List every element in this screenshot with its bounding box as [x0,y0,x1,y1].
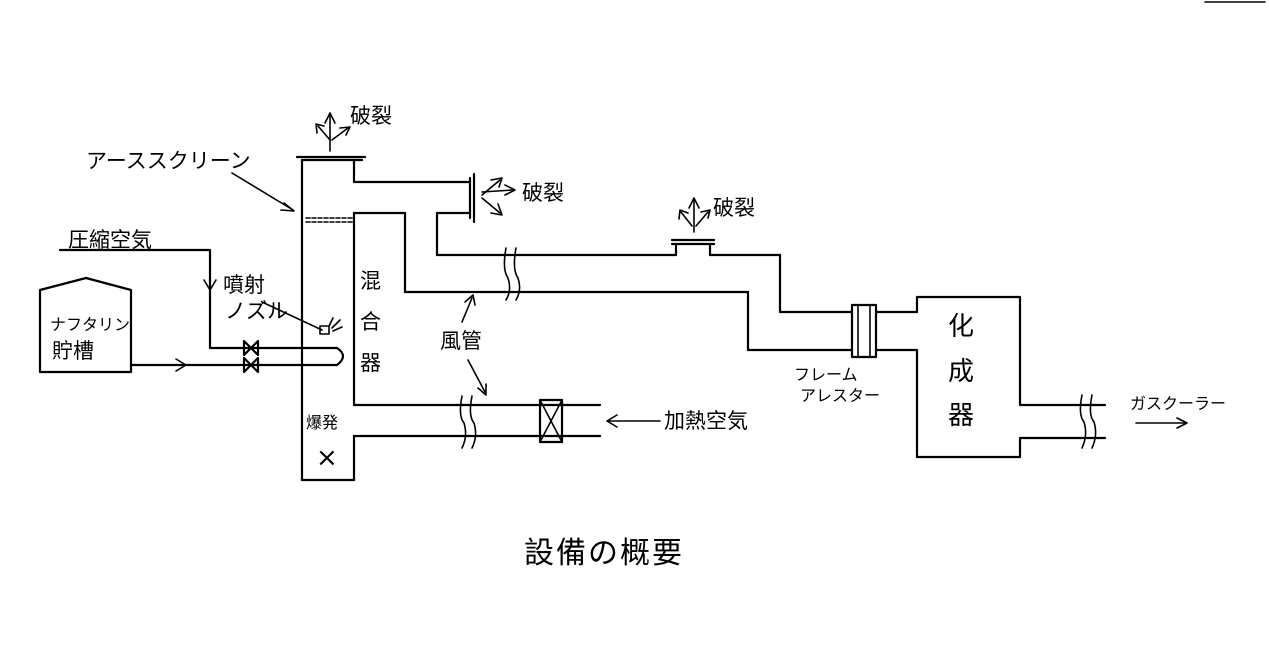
naphthalene-tank-label-line1: ナフタリン [50,315,130,334]
earth-screen-label: アーススクリーン [86,149,251,173]
flame-arrester-label-line2: アレスター [800,386,880,405]
reactor: 化 成 器 [915,295,1092,459]
valve-compressed-air [242,339,260,357]
mixer-label-2: 合 [360,310,381,334]
reactor-label-1: 化 [948,312,974,342]
diagram-title: 設備の概要 [524,536,684,571]
spray-nozzle: 噴射 ノズル [223,273,343,335]
flame-arrester-label-line1: フレーム [794,365,858,384]
rupture-right: 破裂 [670,196,782,257]
explosion-label: 爆発 [306,413,338,432]
outlet-duct: ガスクーラー [1079,394,1226,449]
upper-duct [352,172,750,294]
earth-screen-callout: アーススクリーン [86,149,295,212]
spray-nozzle-label-line2: ノズル [225,299,288,323]
rupture-mid: 破裂 [481,177,564,216]
air-duct-callout: 風管 [440,294,487,396]
rupture-top: 破裂 [315,104,392,152]
rupture-mid-label: 破裂 [522,181,564,205]
air-duct-label: 風管 [440,329,482,353]
mixer-label-3: 器 [360,351,381,375]
duct-break-upper [503,247,521,301]
naphthalene-feed-line [129,358,339,372]
naphthalene-storage-tank: ナフタリン 貯槽 [38,276,133,374]
explosion-point: 爆発 × [306,413,338,473]
reactor-label-2: 成 [948,357,974,387]
naphthalene-tank-label-line2: 貯槽 [52,339,94,363]
compressed-air-label: 圧縮空気 [68,228,152,252]
flame-arrester: フレーム アレスター [794,303,919,405]
spray-nozzle-label-line1: 噴射 [223,273,265,297]
gas-cooler-label: ガスクーラー [1130,394,1226,413]
rupture-right-label: 破裂 [713,196,755,220]
heated-air-label: 加熱空気 [664,409,748,433]
compressed-air-line: 圧縮空気 [58,228,345,367]
mixer-vessel: 混 合 器 [295,155,407,482]
duct-to-flame-arrester [746,253,854,352]
rupture-top-label: 破裂 [350,104,392,128]
valve-naphthalene [242,356,260,374]
heated-air-duct: 加熱空気 [352,395,748,449]
reactor-label-3: 器 [948,401,974,431]
explosion-mark: × [316,443,338,473]
mixer-label-1: 混 [360,269,381,293]
